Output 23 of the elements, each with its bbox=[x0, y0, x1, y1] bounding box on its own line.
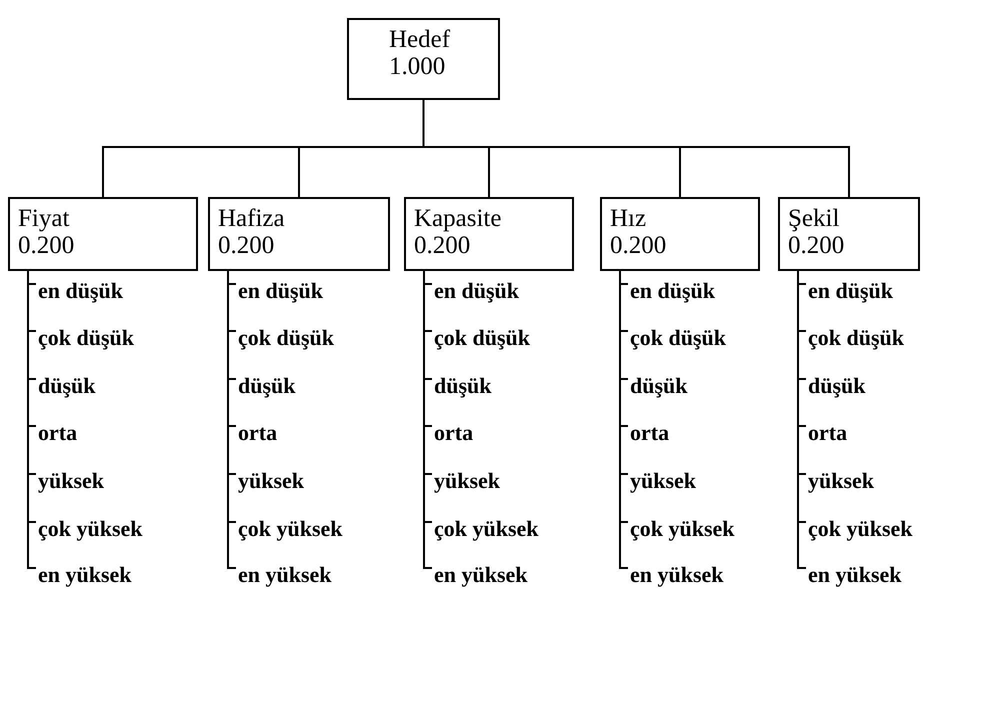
weight-value: 1.000 bbox=[389, 53, 446, 80]
criterion-box bbox=[778, 197, 920, 271]
criterion-box bbox=[8, 197, 198, 271]
node-title: Hız bbox=[610, 205, 648, 232]
goal-box bbox=[347, 18, 500, 100]
connector-line bbox=[797, 271, 806, 569]
node-title: Şekil bbox=[788, 205, 840, 232]
connector-line bbox=[619, 271, 628, 569]
connector-line bbox=[423, 271, 432, 569]
node-title: Fiyat bbox=[18, 205, 70, 232]
weight-value: 0.200 bbox=[414, 232, 472, 259]
weight-value: 0.200 bbox=[610, 232, 668, 259]
weight-value: 0.200 bbox=[788, 232, 846, 259]
connector-line bbox=[27, 271, 36, 569]
node-title: Hafiza bbox=[218, 205, 286, 232]
node-title: Hedef bbox=[389, 26, 452, 53]
connector-line bbox=[227, 271, 236, 569]
node-title: Kapasite bbox=[414, 205, 502, 232]
criterion-box bbox=[600, 197, 760, 271]
criterion-box bbox=[208, 197, 390, 271]
weight-value: 0.200 bbox=[218, 232, 276, 259]
weight-value: 0.200 bbox=[18, 232, 76, 259]
criterion-box bbox=[404, 197, 574, 271]
